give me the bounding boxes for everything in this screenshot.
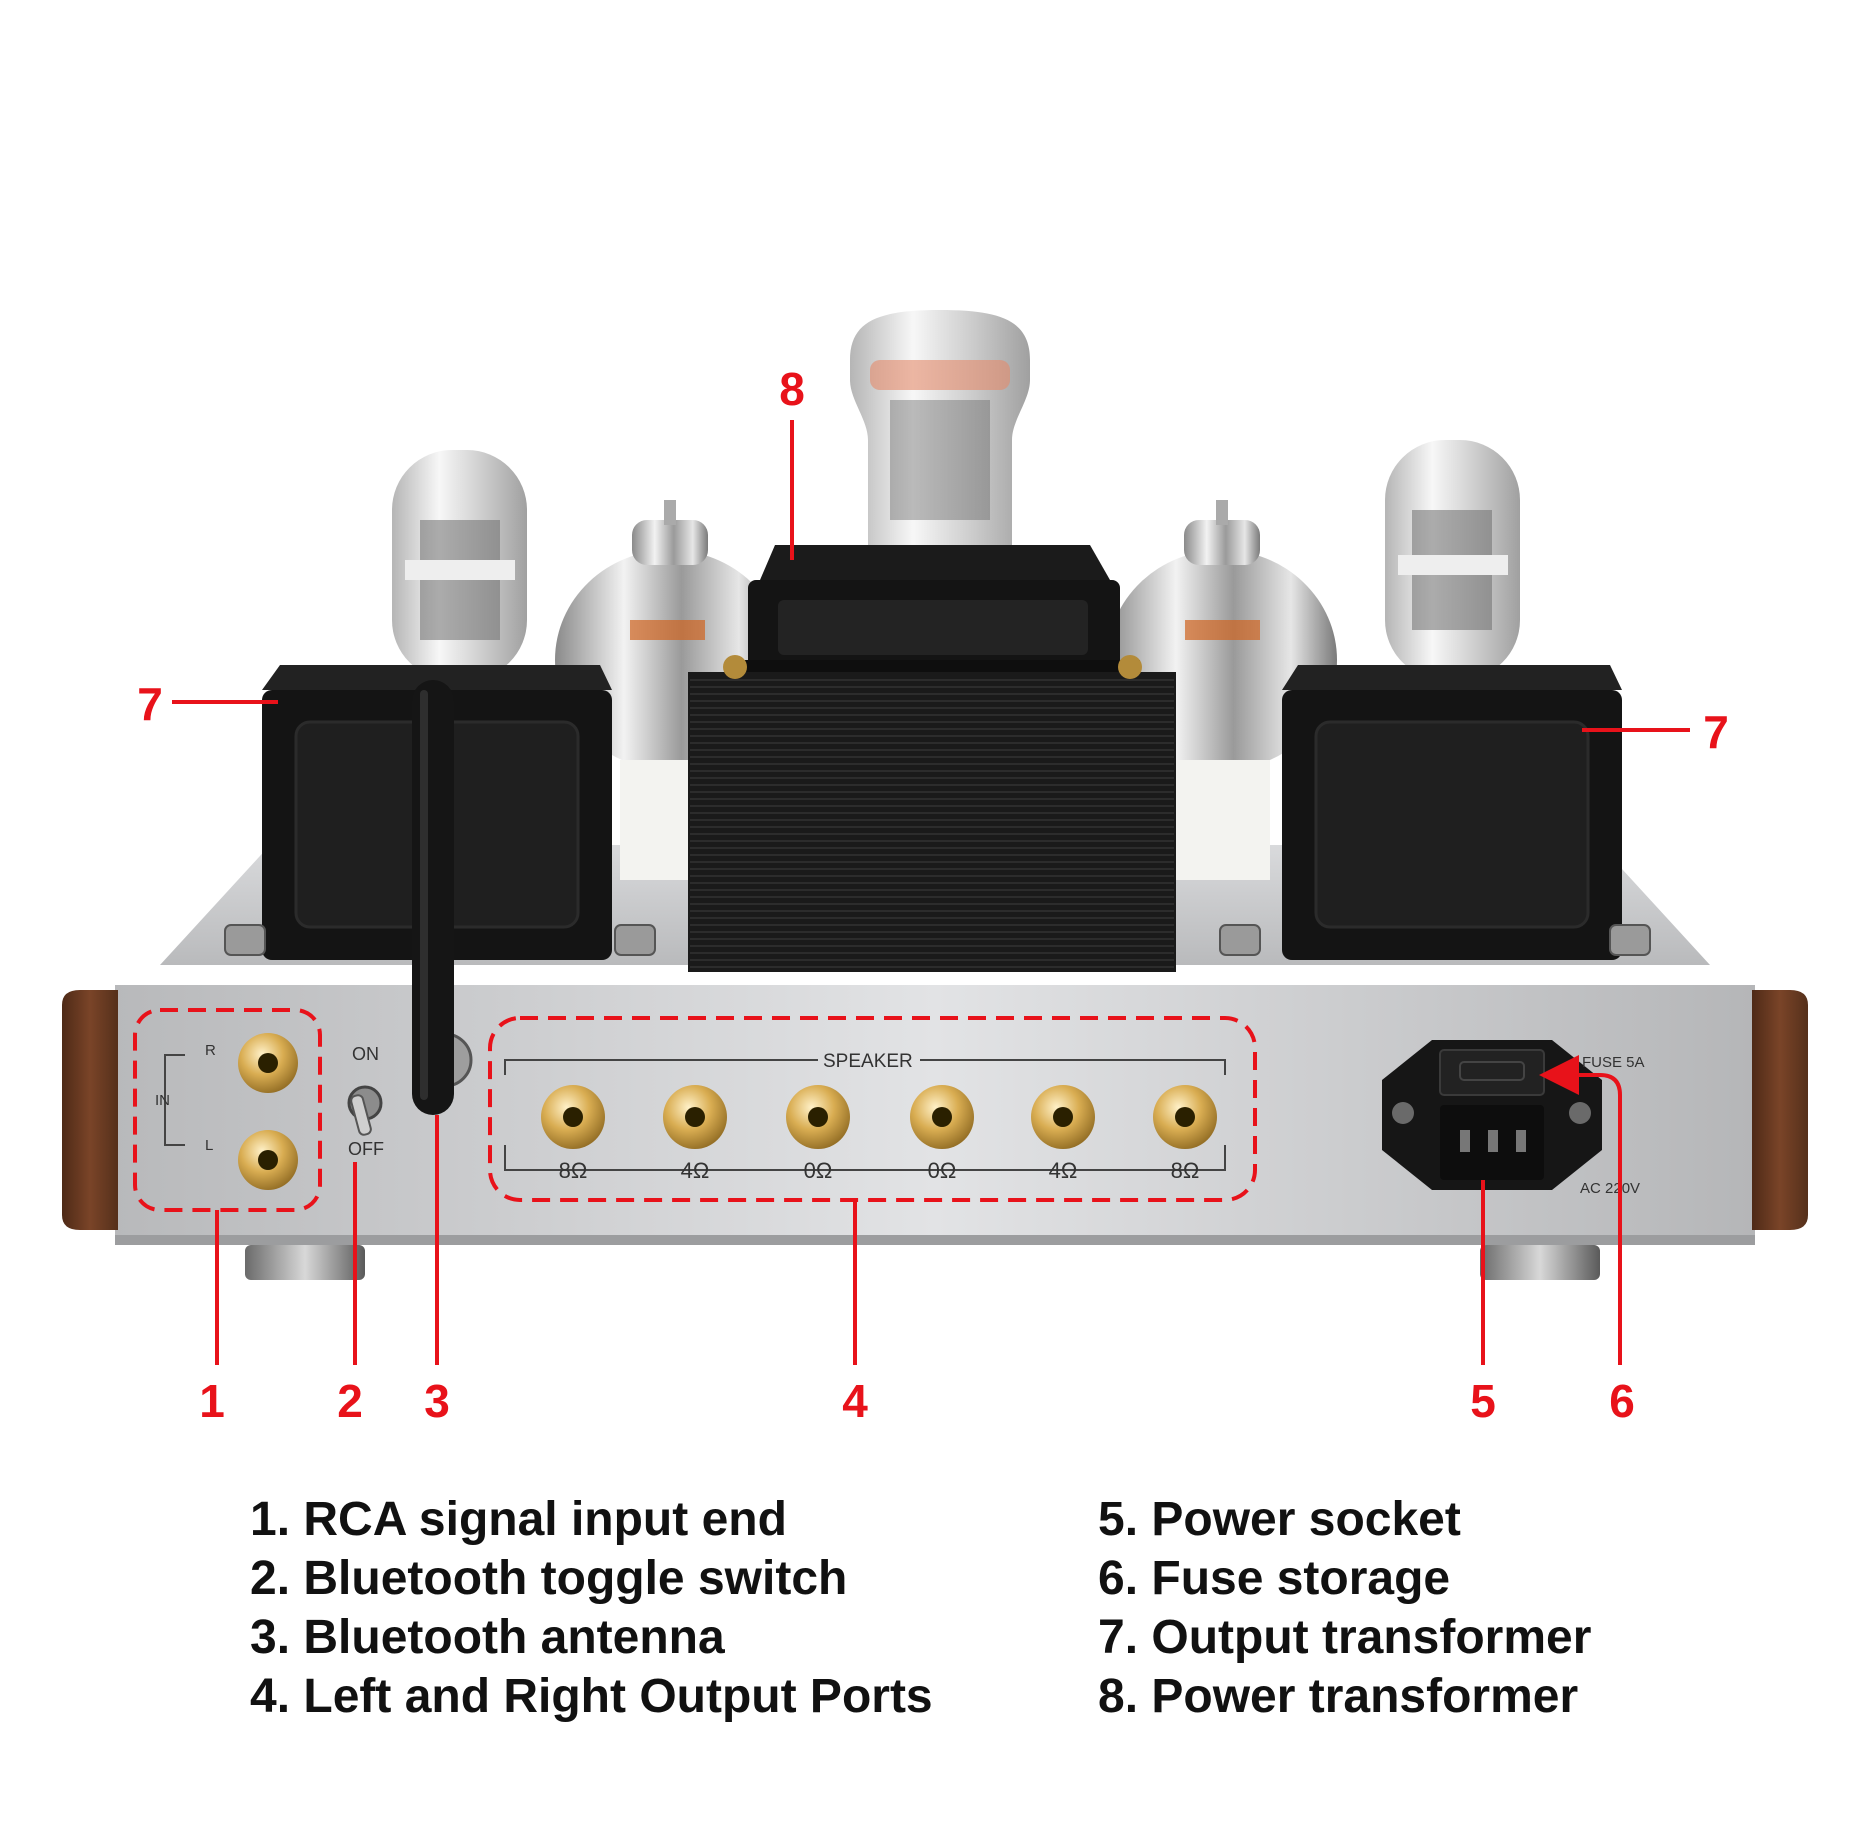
callout-6: 6	[1609, 1375, 1635, 1427]
label-fuse: FUSE 5A	[1582, 1054, 1645, 1071]
ohm-label: 0Ω	[804, 1158, 833, 1183]
left-rear-tube	[392, 450, 527, 680]
legend-left-column: 1. RCA signal input end 2. Bluetooth tog…	[250, 1490, 933, 1726]
speaker-post-hole	[563, 1107, 583, 1127]
right-foot	[1480, 1245, 1600, 1280]
highlight-speaker	[488, 1016, 1257, 1202]
right-rear-tube	[1385, 440, 1520, 680]
callout-7-left: 7	[137, 678, 163, 730]
callout-2: 2	[337, 1375, 363, 1427]
ohm-label: 8Ω	[559, 1158, 588, 1183]
legend-item-3: 3. Bluetooth antenna	[250, 1611, 725, 1664]
left-foot	[245, 1245, 365, 1280]
highlight-rca	[133, 1008, 322, 1212]
speaker-post-hole	[932, 1107, 952, 1127]
speaker-post-hole	[685, 1107, 705, 1127]
label-off: OFF	[348, 1139, 384, 1159]
speaker-post-hole	[808, 1107, 828, 1127]
callout-8: 8	[779, 363, 805, 415]
speaker-post-hole	[1053, 1107, 1073, 1127]
legend-item-7: 7. Output transformer	[1098, 1611, 1592, 1664]
left-wood-cheek	[62, 990, 118, 1230]
bluetooth-antenna	[412, 680, 473, 1115]
right-output-transformer	[1282, 665, 1622, 960]
label-l: L	[205, 1137, 213, 1154]
legend-right-column: 5. Power socket 6. Fuse storage 7. Outpu…	[1098, 1490, 1591, 1726]
legend-item-1: 1. RCA signal input end	[250, 1493, 787, 1546]
legend-item-6: 6. Fuse storage	[1098, 1552, 1451, 1605]
bluetooth-toggle-switch[interactable]: ON OFF	[347, 1044, 384, 1159]
rca-input-panel: IN R L	[155, 1033, 298, 1190]
power-transformer-cap	[730, 545, 1140, 682]
ohm-label: 4Ω	[1049, 1158, 1078, 1183]
legend-item-8: 8. Power transformer	[1098, 1670, 1579, 1723]
legend-item-5: 5. Power socket	[1098, 1493, 1461, 1546]
leader-6	[1539, 1055, 1622, 1365]
ohm-label: 0Ω	[928, 1158, 957, 1183]
callout-3: 3	[424, 1375, 450, 1427]
right-wood-cheek	[1752, 990, 1808, 1230]
callout-1: 1	[199, 1375, 225, 1427]
label-ac: AC 220V	[1580, 1180, 1640, 1197]
label-speaker: SPEAKER	[823, 1051, 913, 1072]
legend-item-2: 2. Bluetooth toggle switch	[250, 1552, 848, 1605]
callout-5: 5	[1470, 1375, 1496, 1427]
ohm-label: 4Ω	[681, 1158, 710, 1183]
label-on: ON	[352, 1044, 379, 1064]
callout-7-right: 7	[1703, 706, 1729, 758]
center-rectifier-tube	[850, 310, 1030, 560]
legend-item-4: 4. Left and Right Output Ports	[250, 1670, 933, 1723]
power-transformer-core	[688, 655, 1176, 972]
ohm-label: 8Ω	[1171, 1158, 1200, 1183]
label-in: IN	[155, 1092, 170, 1109]
speaker-post-hole	[1175, 1107, 1195, 1127]
label-r: R	[205, 1042, 216, 1059]
fuse-drawer[interactable]	[1439, 1049, 1545, 1096]
plate-screws	[224, 924, 1651, 956]
callout-4: 4	[842, 1375, 868, 1427]
speaker-output-panel: SPEAKER 8Ω 4Ω 0Ω 0Ω 4Ω 8Ω	[504, 1051, 1226, 1183]
